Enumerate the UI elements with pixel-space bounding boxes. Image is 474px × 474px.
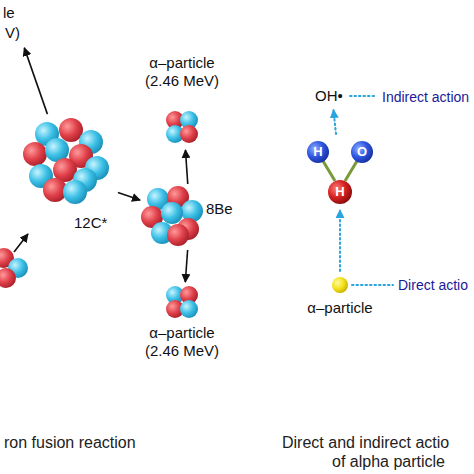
panel-caption: Direct and indirect actio <box>282 434 449 452</box>
beryllium-nucleus: 8Be <box>142 186 238 248</box>
node-label: le <box>3 4 15 21</box>
atom-symbol: O <box>357 145 367 159</box>
node-label: OH• <box>315 87 343 104</box>
panel-caption: ron fusion reaction <box>4 434 136 452</box>
connector-arrow <box>185 150 187 184</box>
connector-arrow <box>118 193 140 201</box>
panel-caption: of alpha particle <box>332 453 445 471</box>
connector-arrow <box>24 48 47 114</box>
alpha-particle: α–particle(2.46 MeV) <box>134 284 230 372</box>
atom-symbol: H <box>335 185 344 199</box>
hydroxyl-radical: OH• <box>312 84 352 108</box>
alpha-particle-partial: leV) <box>2 2 30 46</box>
water-molecule-art <box>307 141 373 204</box>
action-label: Indirect action <box>382 88 469 106</box>
dotted-line <box>352 284 393 286</box>
alpha-particle: α–particle(2.46 MeV) <box>134 50 230 148</box>
alpha-cluster <box>166 286 198 318</box>
node-label: α–particle <box>307 299 372 316</box>
alpha-particle: α–particle <box>300 273 380 325</box>
node-label: 8Be <box>206 200 233 217</box>
node-label: 12C* <box>74 214 107 231</box>
alpha-cluster <box>166 111 198 143</box>
nucleus-cluster <box>0 248 28 288</box>
water-molecule: H O H <box>298 136 382 208</box>
node-label: α–particle <box>149 54 214 71</box>
connector-arrow <box>185 250 187 282</box>
carbon-nucleus: 12C* <box>22 116 116 236</box>
arrow <box>14 234 28 252</box>
connector-arrow <box>339 210 341 271</box>
node-label: (2.46 MeV) <box>145 342 219 359</box>
dotted-line <box>350 95 377 97</box>
node-label: V) <box>5 24 20 41</box>
node-label: α–particle <box>149 324 214 341</box>
connector-arrow <box>333 110 336 134</box>
nucleus-cluster <box>23 118 109 204</box>
alpha-dot <box>332 277 348 293</box>
action-label: Direct actio <box>398 276 468 294</box>
atom-symbol: H <box>313 145 322 159</box>
node-label: (2.46 MeV) <box>145 72 219 89</box>
nucleus-cluster <box>141 186 203 246</box>
